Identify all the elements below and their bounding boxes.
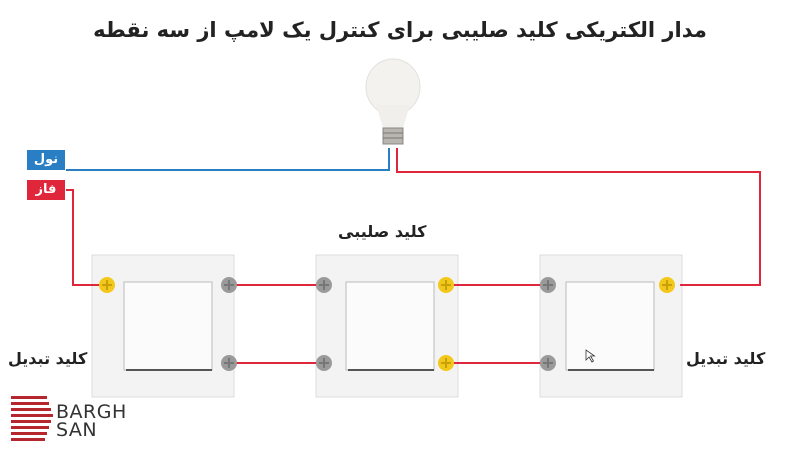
terminal-screw-icon	[438, 277, 454, 293]
terminal-screw-icon	[221, 355, 237, 371]
terminal-screw-icon	[438, 355, 454, 371]
diagram-title: مدار الکتریکی کلید صلیبی برای کنترل یک ل…	[93, 18, 707, 42]
terminal-screw-icon	[99, 277, 115, 293]
left-switch-label: کلید تبدیل	[8, 349, 88, 368]
cross-switch-label: کلید صلیبی	[338, 222, 427, 241]
cursor-icon	[585, 349, 596, 363]
logo-line2: SAN	[56, 419, 98, 441]
logo-line1: BARGH	[56, 401, 127, 423]
terminal-screw-icon	[659, 277, 675, 293]
switch-middle	[315, 254, 459, 398]
terminal-screw-icon	[540, 355, 556, 371]
terminal-screw-icon	[316, 277, 332, 293]
switch-right	[539, 254, 683, 398]
lamp-bulb-icon	[365, 58, 421, 145]
neutral-label: نول	[27, 150, 65, 170]
bargh-san-logo-icon	[11, 396, 53, 441]
switch-left	[91, 254, 235, 398]
right-switch-label: کلید تبدیل	[686, 349, 766, 368]
wires	[66, 148, 761, 364]
terminal-screw-icon	[540, 277, 556, 293]
terminal-screw-icon	[316, 355, 332, 371]
terminal-screw-icon	[221, 277, 237, 293]
terminals	[99, 277, 675, 371]
phase-label: فاز	[27, 180, 65, 200]
